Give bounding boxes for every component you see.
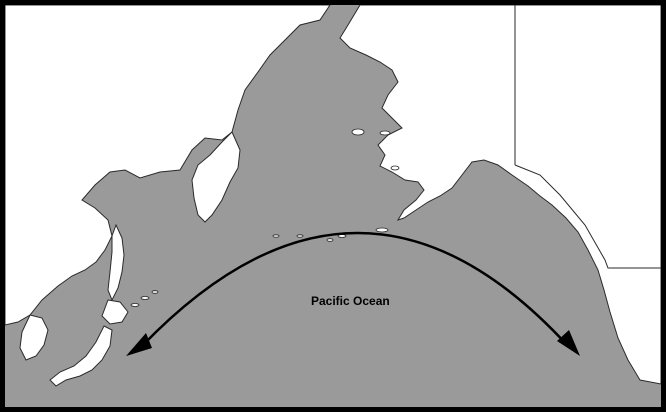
arrow-head-east [557,330,580,356]
north-america-landmass [339,5,661,385]
aleutian-islands [272,227,389,242]
kamchatka-peninsula [191,131,241,223]
political-borders [514,5,661,269]
korea-peninsula [19,314,49,361]
kuril-islands [130,290,159,307]
sakhalin-island [107,223,125,302]
arrow-head-west [126,333,152,356]
bering-sea-islands [351,128,400,171]
hokkaido-island [101,299,129,325]
asia-landmass [5,5,331,326]
ocean-label: Pacific Ocean [311,294,390,308]
arc-arrow [141,231,569,347]
japan-main-islands [49,325,113,387]
north-pacific-map [5,5,661,407]
